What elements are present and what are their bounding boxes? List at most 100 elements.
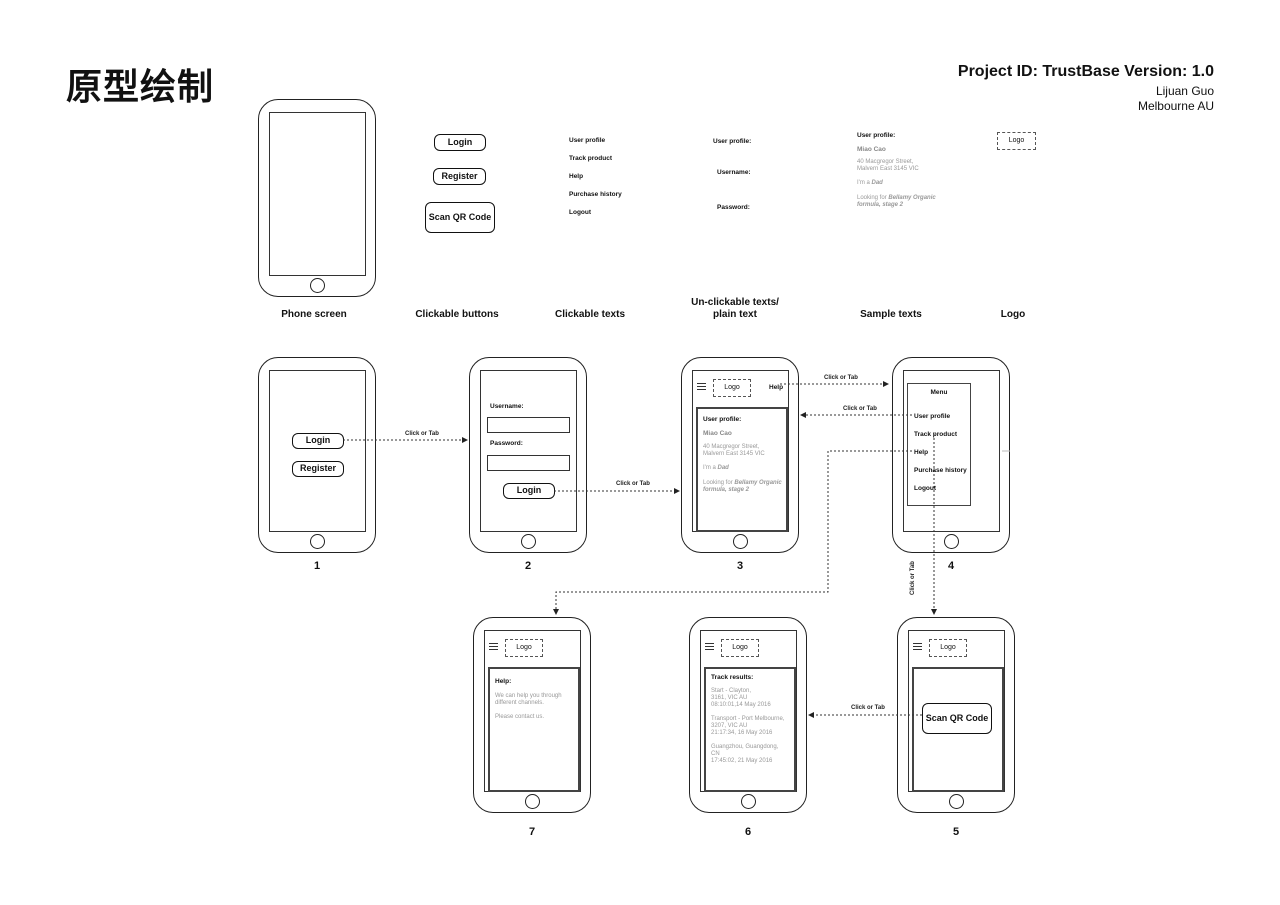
s3-looking: Looking for Bellamy Organic	[703, 480, 785, 487]
s6-e2b: 3207, VIC AU	[711, 723, 748, 729]
legend-text-help[interactable]: Help	[569, 173, 584, 180]
screen-3-display: Logo Help User profile: Miao Cao 40 Macg…	[692, 370, 789, 532]
sample-name: Miao Cao	[857, 146, 886, 153]
s7-help-line2: different channels.	[495, 700, 544, 706]
hamburger-menu-icon[interactable]	[697, 383, 706, 390]
sample-look-b2: formula, stage 2	[857, 202, 904, 208]
s3-help-link[interactable]: Help	[769, 384, 784, 391]
legend-register-button[interactable]: Register	[433, 168, 486, 185]
label-click-4-3: Click or Tab	[843, 406, 877, 412]
s5-scan-panel: Scan QR Code	[912, 667, 1004, 792]
screen-6-display: Logo Track results: Start - Clayton, 316…	[700, 630, 797, 792]
screen-4-phone: Menu User profile Track product Help Pur…	[892, 357, 1010, 553]
sample-addr1: 40 Macgregor Street,	[857, 159, 914, 165]
legend-plain-password: Password:	[717, 204, 750, 211]
label-plain-text-l1: Un-clickable texts/	[691, 297, 779, 308]
s7-help-line3: Please contact us.	[495, 714, 545, 720]
s6-e2c: 21:17:34, 16 May 2016	[711, 730, 773, 736]
hamburger-menu-icon[interactable]	[489, 643, 498, 650]
s2-password-input[interactable]	[487, 455, 570, 471]
s6-e1b: 3161, VIC AU	[711, 695, 748, 701]
s3-logo: Logo	[713, 379, 751, 397]
legend-text-user-profile[interactable]: User profile	[569, 137, 606, 144]
screen-5-phone: Logo Scan QR Code	[897, 617, 1015, 813]
label-sample-texts: Sample texts	[860, 309, 922, 320]
label-clickable-texts: Clickable texts	[554, 309, 626, 320]
link-4-to-7	[553, 450, 912, 615]
screen-1-display: Login Register	[269, 370, 366, 532]
s3-looking-2: formula, stage 2	[703, 487, 785, 494]
label-clickable-buttons: Clickable buttons	[415, 309, 499, 320]
home-button-icon	[949, 794, 964, 809]
sample-looking: Looking for Bellamy Organic	[857, 195, 967, 202]
screen-2-display: Username: Password: Login	[480, 370, 577, 532]
s7-help-head: Help:	[495, 678, 512, 685]
s1-register-button[interactable]: Register	[292, 461, 344, 477]
s6-e3c: 17:45:02, 21 May 2016	[711, 758, 773, 764]
s1-login-button[interactable]: Login	[292, 433, 344, 449]
s7-logo: Logo	[505, 639, 543, 657]
s5-scan-button[interactable]: Scan QR Code	[922, 703, 992, 734]
screen-6-phone: Logo Track results: Start - Clayton, 316…	[689, 617, 807, 813]
hamburger-menu-icon[interactable]	[705, 643, 714, 650]
hamburger-menu-icon[interactable]	[913, 643, 922, 650]
sample-dad-word: Dad	[871, 180, 883, 186]
screen-7-number: 7	[528, 826, 536, 838]
s4-menu-title: Menu	[930, 389, 948, 396]
project-id: Project ID: TrustBase Version: 1.0	[957, 63, 1214, 80]
screen-7-phone: Logo Help: We can help you through diffe…	[473, 617, 591, 813]
label-logo: Logo	[1000, 309, 1026, 320]
s4-menu-logout[interactable]: Logout	[914, 485, 937, 492]
s3-look-b1: Bellamy Organic	[734, 480, 782, 486]
s3-profile-texts: User profile: Miao Cao 40 Macgregor Stre…	[703, 416, 785, 494]
label-click-3-4: Click or Tab	[824, 375, 858, 381]
label-click-1-2: Click or Tab	[405, 431, 439, 437]
s6-track-texts: Track results: Start - Clayton, 3161, VI…	[711, 674, 795, 765]
s2-username-input[interactable]	[487, 417, 570, 433]
label-click-4-5: Click or Tab	[909, 561, 916, 595]
label-click-2-3: Click or Tab	[616, 481, 650, 487]
s3-look-pre: Looking for	[703, 480, 735, 486]
s7-help-texts: Help: We can help you through different …	[495, 678, 577, 721]
author-location: Melbourne AU	[1137, 99, 1214, 113]
screen-5-display: Logo Scan QR Code	[908, 630, 1005, 792]
s2-password-label: Password:	[490, 440, 523, 447]
legend-scan-button[interactable]: Scan QR Code	[425, 202, 495, 233]
s6-e2a: Transport - Port Melbourne,	[711, 716, 785, 722]
label-click-5-6: Click or Tab	[851, 705, 885, 711]
legend-text-track-product[interactable]: Track product	[569, 155, 612, 162]
screen-2-number: 2	[524, 560, 532, 572]
s4-menu-user-profile[interactable]: User profile	[914, 413, 951, 420]
s6-logo: Logo	[721, 639, 759, 657]
s3-look-b2: formula, stage 2	[703, 487, 750, 493]
project-info: Project ID: TrustBase Version: 1.0 Lijua…	[958, 63, 1214, 113]
s4-menu-purchase-history[interactable]: Purchase history	[914, 467, 967, 474]
legend-sample-texts: User profile: Miao Cao 40 Macgregor Stre…	[857, 132, 967, 209]
legend-plain-user-profile: User profile:	[713, 138, 752, 145]
s2-username-label: Username:	[490, 403, 524, 410]
s7-help-panel: Help: We can help you through different …	[488, 667, 580, 792]
s6-e1a: Start - Clayton,	[711, 688, 752, 694]
s4-menu-help[interactable]: Help	[914, 449, 929, 456]
legend-text-logout[interactable]: Logout	[569, 209, 592, 216]
home-button-icon	[525, 794, 540, 809]
legend-text-purchase-history[interactable]: Purchase history	[569, 191, 622, 198]
sample-dad-pre: I'm a	[857, 180, 872, 186]
phone-screen	[269, 112, 366, 276]
screen-4-display: Menu User profile Track product Help Pur…	[903, 370, 1000, 532]
screen-1-number: 1	[313, 560, 321, 572]
legend-phone	[258, 99, 376, 297]
screen-4-number: 4	[947, 560, 955, 572]
s3-dad: I'm a Dad	[703, 465, 785, 472]
home-button-icon	[944, 534, 959, 549]
legend-logo: Logo	[997, 132, 1036, 150]
s3-addr2: Malvern East 3145 VIC	[703, 451, 765, 457]
label-phone-screen: Phone screen	[281, 309, 347, 320]
s4-menu-track-product[interactable]: Track product	[914, 431, 957, 438]
legend-login-button[interactable]: Login	[434, 134, 486, 151]
home-button-icon	[310, 534, 325, 549]
s7-help-line1: We can help you through	[495, 693, 562, 699]
s3-dad-word: Dad	[717, 465, 729, 471]
s3-addr1: 40 Macgregor Street,	[703, 444, 760, 450]
screen-1-phone: Login Register	[258, 357, 376, 553]
